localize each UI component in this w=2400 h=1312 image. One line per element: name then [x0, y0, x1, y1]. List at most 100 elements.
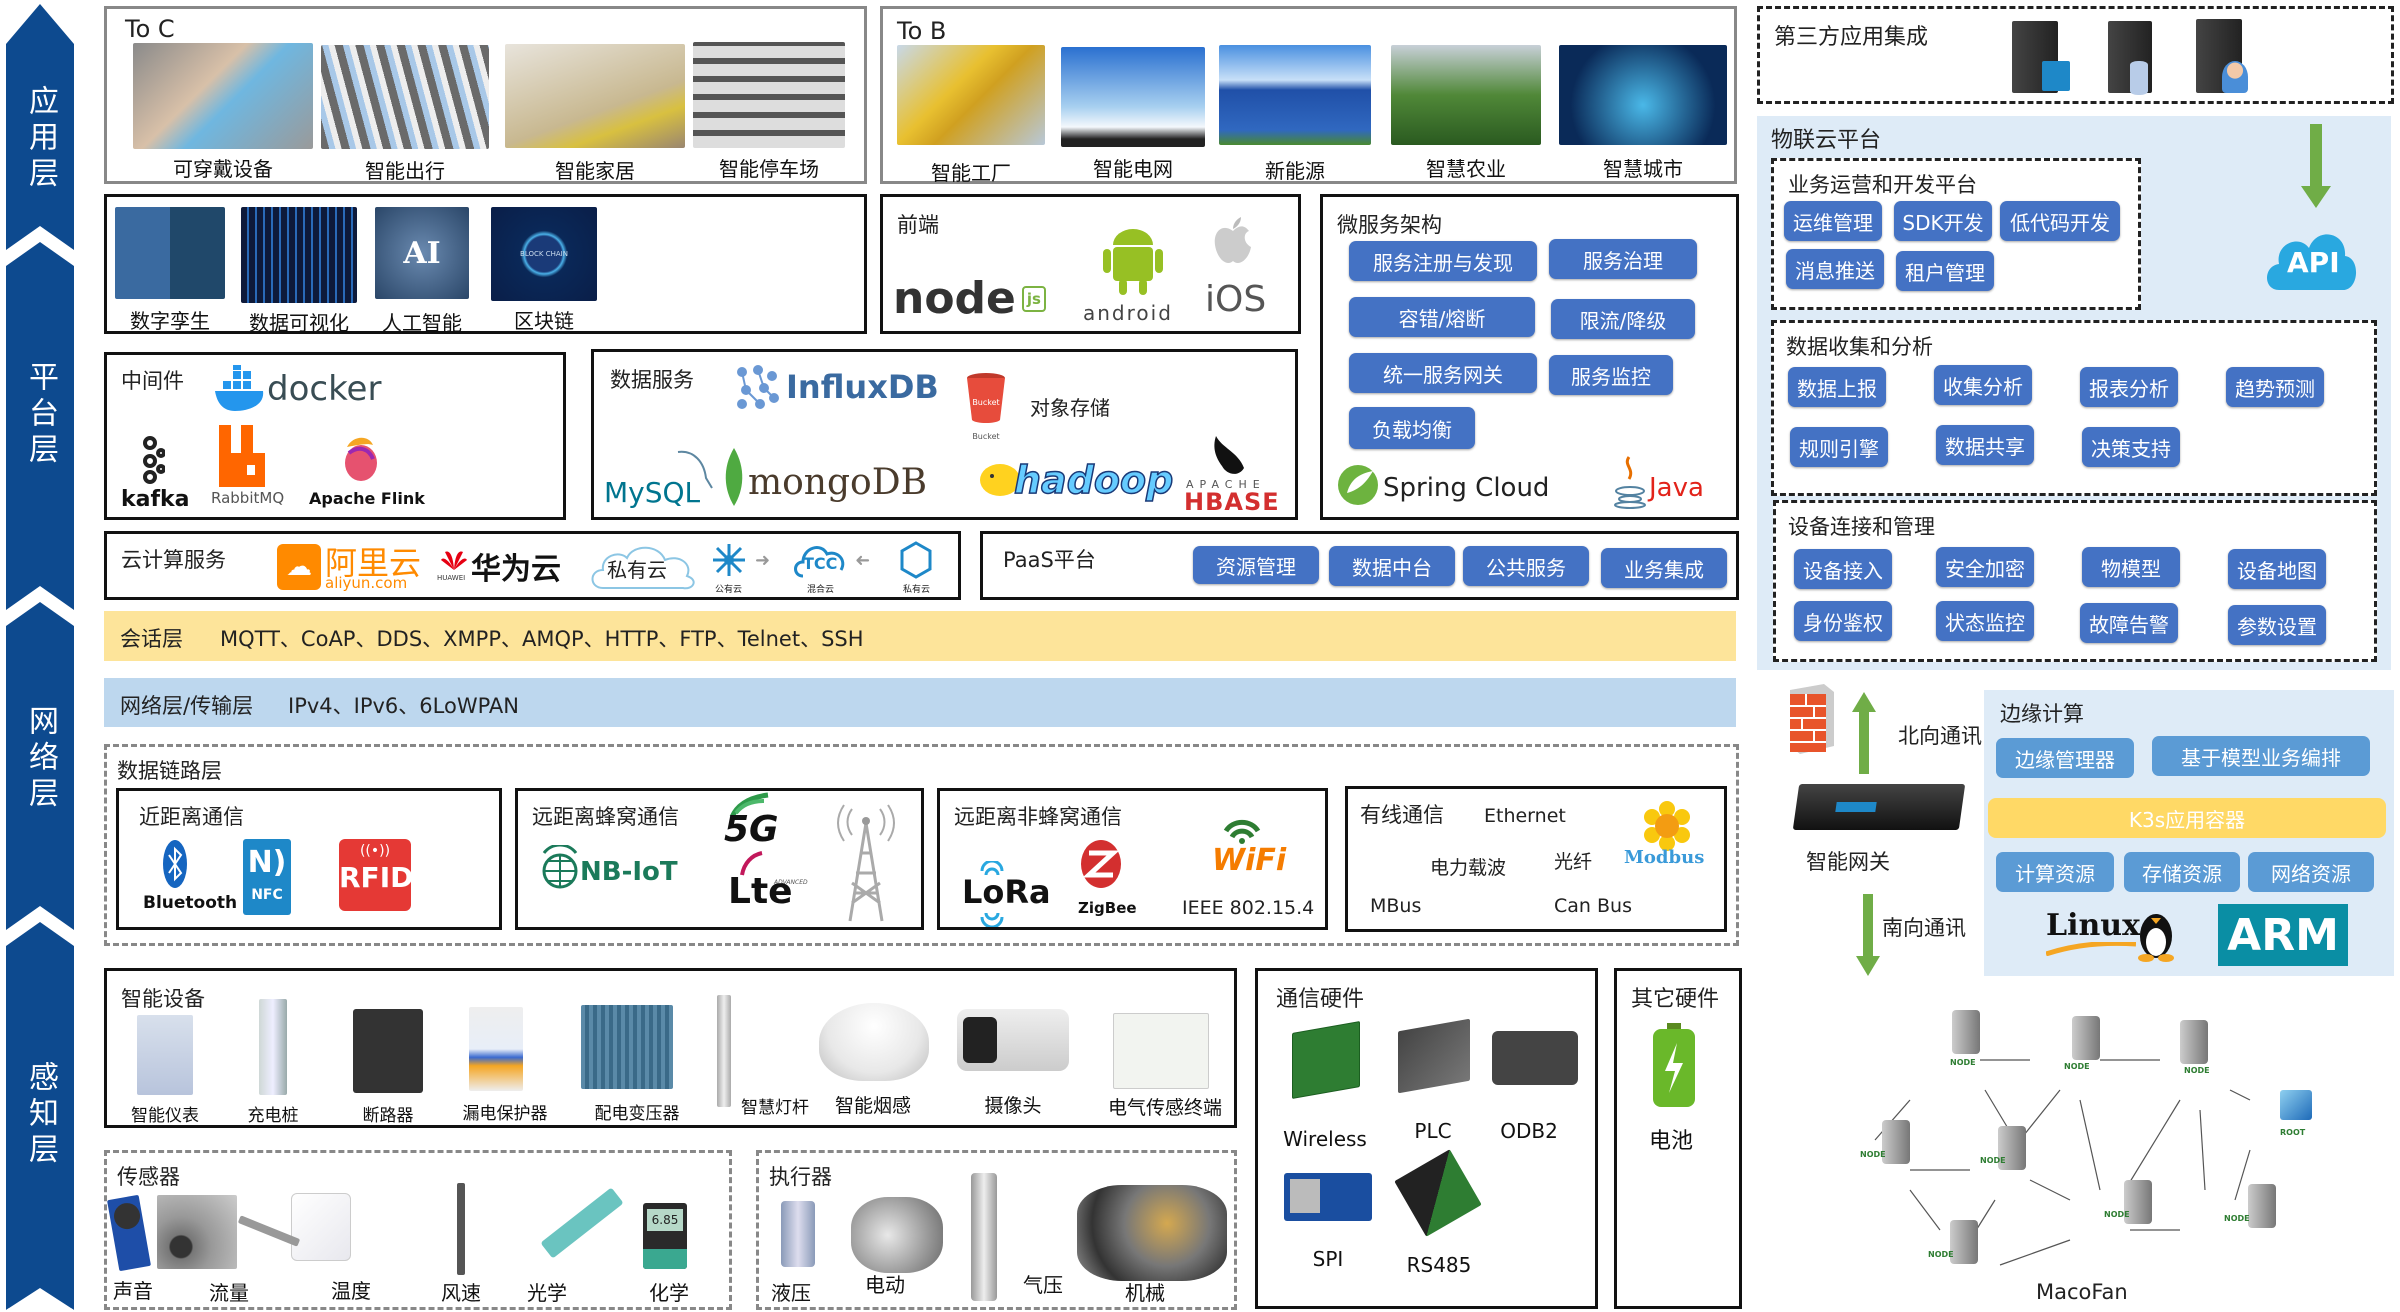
mongodb-logo: mongoDB: [748, 462, 928, 503]
rs485-adapter-image[interactable]: [1394, 1149, 1482, 1237]
smart-mobility-image[interactable]: [321, 45, 489, 149]
blockchain-image[interactable]: BLOCK CHAIN: [491, 207, 597, 301]
status-monitor-button[interactable]: 状态监控: [1936, 601, 2034, 641]
smart-factory-image[interactable]: [897, 45, 1045, 145]
rule-engine-button[interactable]: 规则引擎: [1790, 427, 1888, 467]
cloud-service-panel: 云计算服务 ☁ 阿里云 aliyun.com HUAWEI 华为云 私有云 公有…: [104, 531, 961, 600]
actuator-label: 机械: [1125, 1281, 1165, 1305]
edge-manager-button[interactable]: 边缘管理器: [1996, 738, 2134, 778]
actuator-label: 气压: [1023, 1273, 1063, 1297]
identity-auth-button[interactable]: 身份鉴权: [1794, 601, 1892, 641]
device-map-button[interactable]: 设备地图: [2228, 549, 2326, 589]
smoke-detector-image[interactable]: [819, 1003, 929, 1081]
electric-motor-image[interactable]: [851, 1197, 943, 1273]
transformer-image[interactable]: [581, 1005, 673, 1089]
smart-parking-image[interactable]: [693, 42, 845, 148]
compute-resource-button[interactable]: 计算资源: [1996, 852, 2114, 892]
mongodb-leaf-icon: [725, 448, 743, 506]
rate-limit-button[interactable]: 限流/降级: [1551, 299, 1695, 339]
new-energy-image[interactable]: [1219, 45, 1371, 145]
smart-agriculture-image[interactable]: [1391, 45, 1541, 145]
trend-forecast-button[interactable]: 趋势预测: [2226, 367, 2324, 407]
load-balance-button[interactable]: 负载均衡: [1349, 407, 1475, 449]
arrow-left-icon: ➜: [855, 550, 871, 571]
report-analysis-button[interactable]: 报表分析: [2080, 367, 2178, 407]
parameter-settings-button[interactable]: 参数设置: [2228, 605, 2326, 645]
spi-module-image[interactable]: [1284, 1173, 1372, 1221]
private-cloud-icon: [591, 546, 695, 590]
service-monitor-button[interactable]: 服务监控: [1549, 355, 1673, 395]
data-report-button[interactable]: 数据上报: [1788, 367, 1886, 407]
service-registry-button[interactable]: 服务注册与发现: [1349, 241, 1537, 281]
sound-sensor-image[interactable]: [106, 1194, 152, 1272]
layer-perception: 感知层: [6, 922, 74, 1308]
data-middle-platform-button[interactable]: 数据中台: [1329, 546, 1455, 586]
business-integration-button[interactable]: 业务集成: [1601, 548, 1727, 588]
network-resource-button[interactable]: 网络资源: [2248, 852, 2374, 892]
docker-logo: docker: [267, 369, 382, 409]
wind-speed-sensor-image[interactable]: [457, 1183, 465, 1275]
decision-support-button[interactable]: 决策支持: [2082, 427, 2180, 467]
collect-analysis-button[interactable]: 收集分析: [1934, 365, 2032, 405]
plc-module-image[interactable]: [1398, 1018, 1470, 1094]
data-sharing-button[interactable]: 数据共享: [1936, 425, 2034, 465]
public-service-button[interactable]: 公共服务: [1463, 546, 1589, 586]
camera-image[interactable]: [957, 1009, 1069, 1071]
model-orchestration-button[interactable]: 基于模型业务编排: [2152, 736, 2370, 776]
ai-image[interactable]: AI: [375, 207, 469, 299]
circuit-breaker-button[interactable]: 容错/熔断: [1349, 297, 1535, 337]
charging-pile-image[interactable]: [259, 999, 287, 1095]
smart-city-image[interactable]: [1559, 45, 1727, 145]
smart-gateway-device: [1792, 784, 1966, 830]
to-b-panel: To B 智能工厂 智能电网 新能源 智慧农业 智慧城市: [880, 6, 1737, 185]
tenant-mgmt-button[interactable]: 租户管理: [1896, 251, 1994, 291]
leakage-protector-image[interactable]: [469, 1007, 523, 1091]
to-c-item-label: 智能出行: [365, 159, 445, 183]
smart-home-image[interactable]: [505, 44, 685, 148]
ops-mgmt-button[interactable]: 运维管理: [1784, 201, 1882, 241]
flow-sensor-image[interactable]: [157, 1195, 237, 1269]
mesh-root-label: ROOT: [2280, 1128, 2306, 1137]
flink-squirrel-icon: [345, 437, 377, 481]
smart-lamp-pole-image[interactable]: [717, 995, 731, 1107]
optical-sensor-image[interactable]: [540, 1187, 624, 1259]
comm-hardware-panel: 通信硬件 Wireless PLC ODB2 SPI RS485: [1255, 968, 1598, 1309]
electrical-terminal-image[interactable]: [1113, 1013, 1209, 1089]
data-visualization-image[interactable]: [241, 207, 357, 303]
hydraulic-actuator-image[interactable]: [781, 1201, 815, 1267]
k3s-container-bar[interactable]: K3s应用容器: [1988, 798, 2386, 838]
cloud-service-title: 云计算服务: [121, 548, 226, 572]
fault-alarm-button[interactable]: 故障告警: [2080, 603, 2178, 643]
api-gateway-button[interactable]: 统一服务网关: [1349, 353, 1537, 393]
comm-hardware-label: PLC: [1414, 1119, 1452, 1143]
chemical-sensor-image[interactable]: 6.85: [643, 1203, 687, 1269]
digital-twin-image[interactable]: [115, 207, 225, 299]
mesh-node-icon: [2124, 1180, 2152, 1224]
low-code-button[interactable]: 低代码开发: [2000, 201, 2120, 241]
tech-item-label: 数据可视化: [249, 311, 349, 335]
smart-grid-image[interactable]: [1061, 47, 1205, 147]
iot-cloud-panel: 物联云平台 API 业务运营和开发平台 运维管理 SDK开发 低代码开发 消息推…: [1757, 116, 2391, 670]
odb2-adapter-image[interactable]: [1492, 1031, 1578, 1085]
storage-resource-button[interactable]: 存储资源: [2124, 852, 2240, 892]
temperature-sensor-image[interactable]: [291, 1193, 351, 1261]
circuit-breaker-image[interactable]: [353, 1009, 423, 1093]
canbus-label: Can Bus: [1554, 895, 1632, 917]
sdk-dev-button[interactable]: SDK开发: [1894, 201, 1992, 241]
message-push-button[interactable]: 消息推送: [1786, 249, 1884, 289]
firewall-icon: [1790, 684, 1834, 754]
service-governance-button[interactable]: 服务治理: [1549, 239, 1697, 279]
wireless-module-image[interactable]: [1292, 1021, 1360, 1099]
mechanical-gear-image[interactable]: [1077, 1185, 1227, 1281]
thing-model-button[interactable]: 物模型: [2082, 547, 2180, 587]
smart-meter-image[interactable]: [137, 1015, 193, 1095]
wearable-image[interactable]: [133, 43, 313, 149]
pneumatic-actuator-image[interactable]: [971, 1173, 997, 1301]
lte-advanced-label: ADVANCED: [774, 879, 808, 886]
resource-mgmt-button[interactable]: 资源管理: [1193, 546, 1319, 584]
mesh-node-label: NODE: [2184, 1066, 2210, 1075]
rfid-label: RFID: [339, 861, 414, 894]
device-access-button[interactable]: 设备接入: [1794, 549, 1892, 589]
security-encryption-button[interactable]: 安全加密: [1936, 547, 2034, 587]
